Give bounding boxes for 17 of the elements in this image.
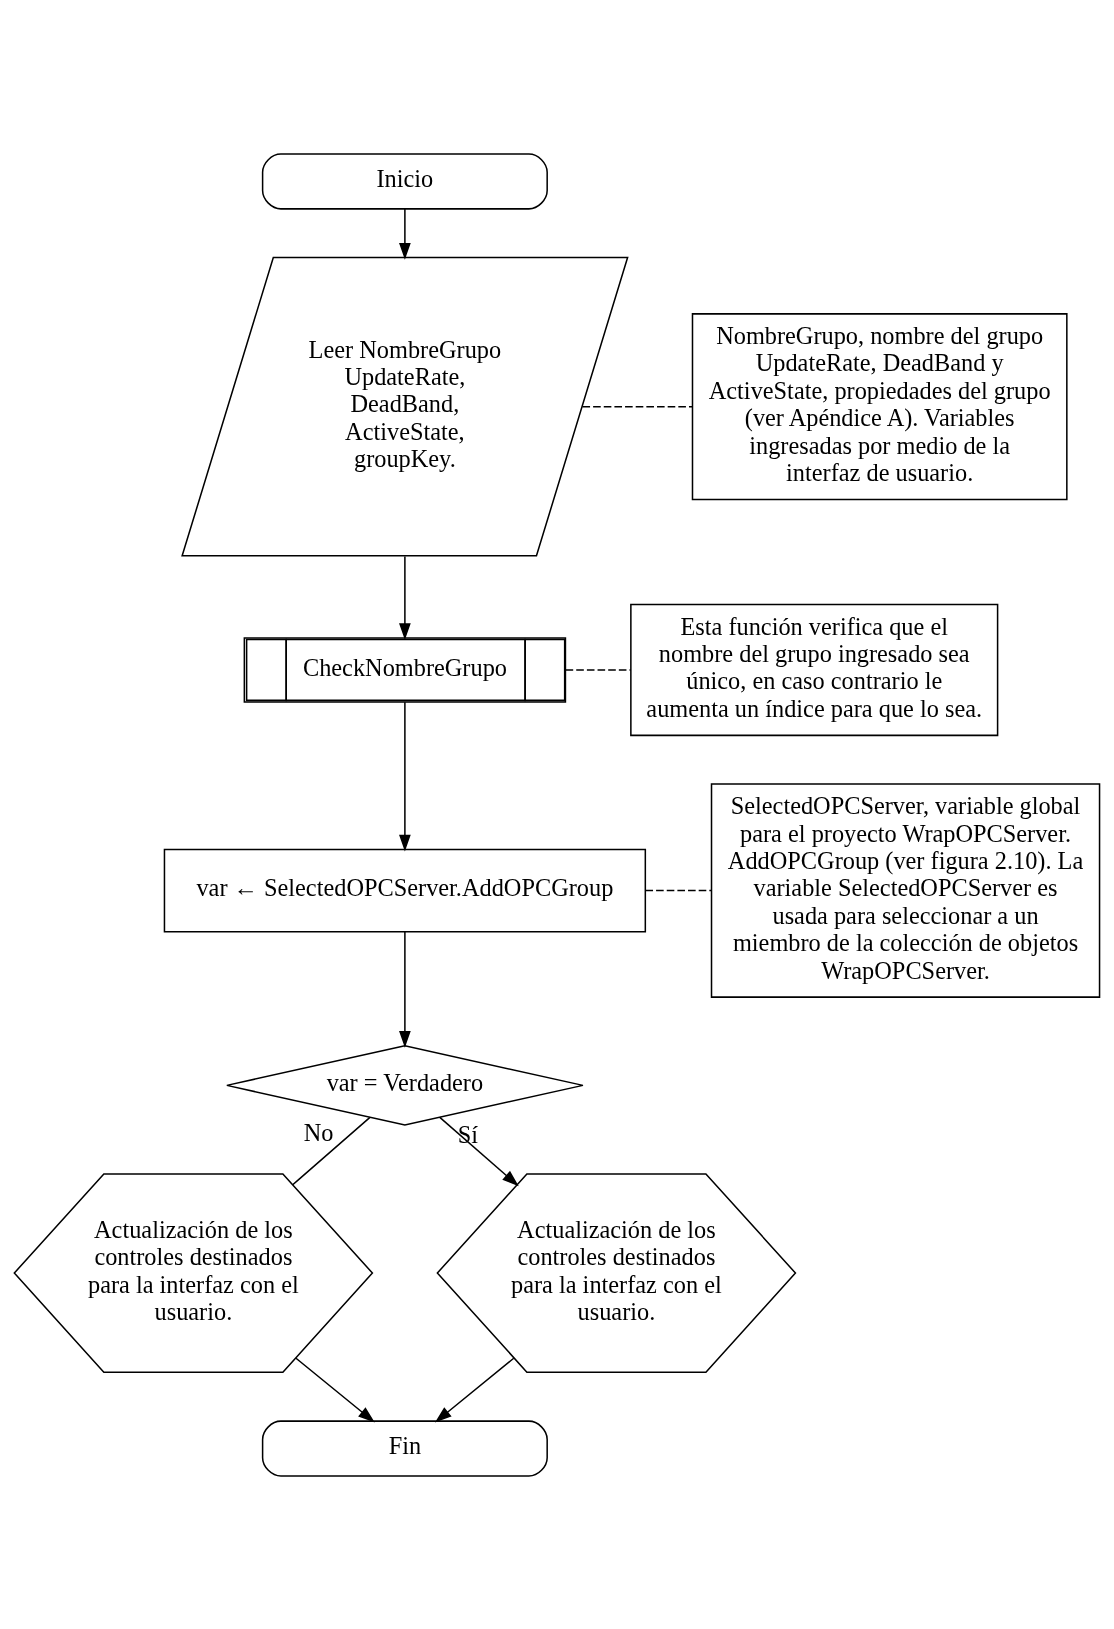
arrow [439, 1116, 519, 1186]
connector [564, 668, 632, 671]
node-box: NombreGrupo, nombre del grupo UpdateRate, DeadBand y ActiveState, propiedades del grupo (ver Apéndice A). Variables ingresadas por medio de la interfaz de usuario. [691, 312, 1068, 500]
connector [644, 889, 713, 891]
node-box: Inicio [261, 152, 548, 210]
arrow [434, 1357, 515, 1422]
node-box: Esta función verifica que el nombre del grupo ingresado sea único, en caso contrario le aumenta un índice para que lo sea. [630, 603, 999, 736]
arrow [399, 207, 411, 260]
connector [581, 405, 693, 407]
arrow [399, 930, 411, 1048]
node-box: SelectedOPCServer, variable global para el proyecto WrapOPCServer. AddOPCGroup (ver figura 2.10). La variable SelectedOPCServer es usada para seleccionar a un miembro de la colección de objetos WrapOPCServer. [710, 782, 1101, 998]
arrow [399, 700, 411, 852]
node-box: Fin [261, 1419, 548, 1477]
arrow [399, 555, 411, 640]
connector [291, 1116, 371, 1186]
node-box: var ← SelectedOPCServer.AddOPCGroup [163, 848, 647, 932]
arrow [295, 1357, 375, 1422]
